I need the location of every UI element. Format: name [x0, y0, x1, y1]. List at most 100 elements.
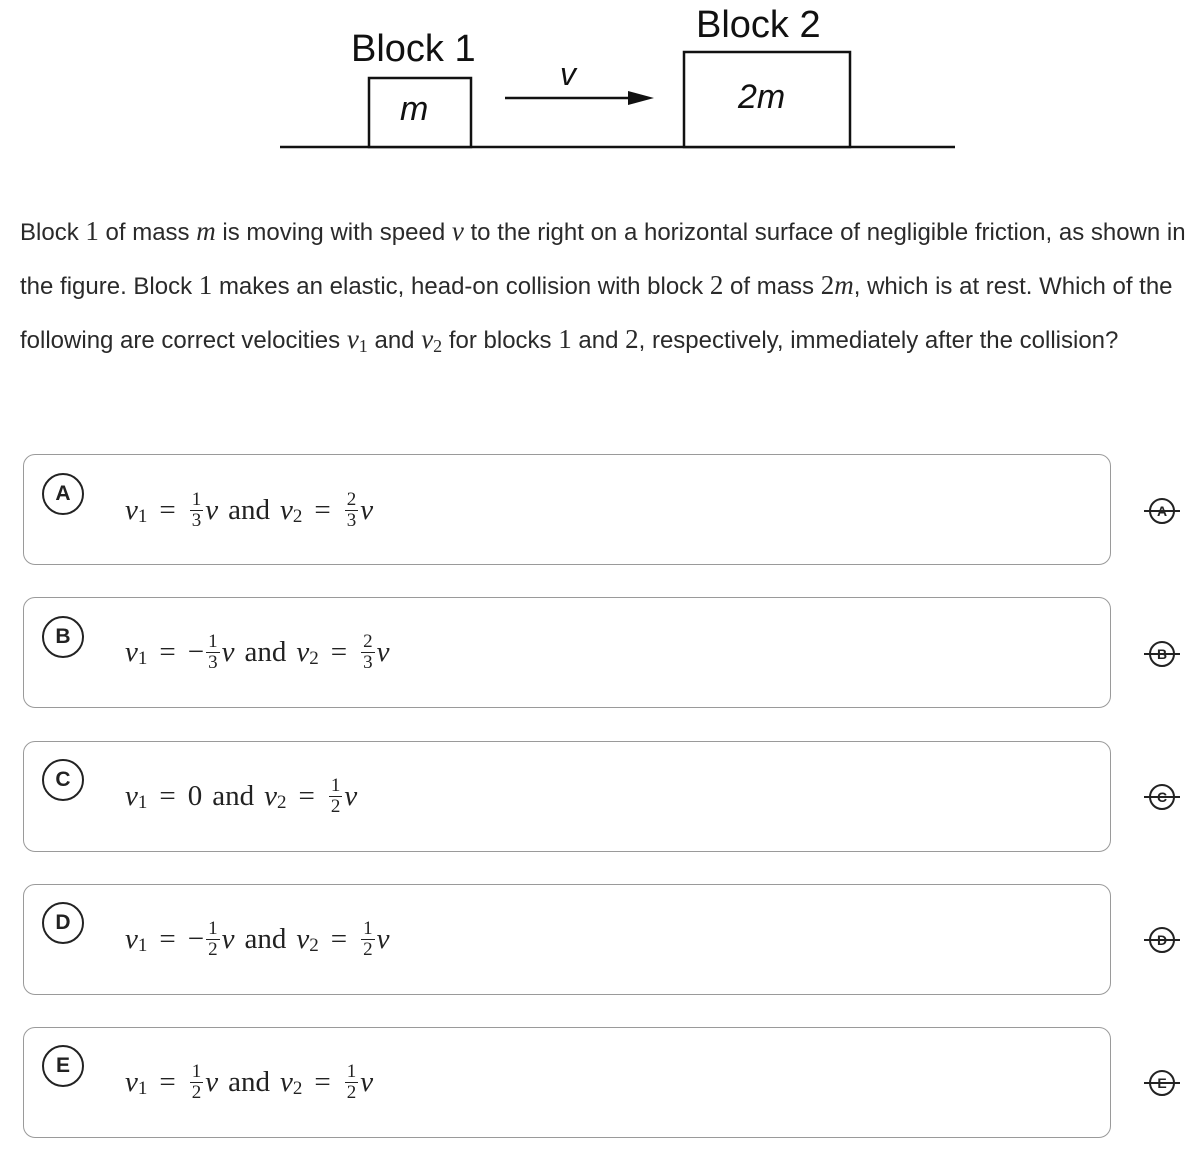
math-var: v — [125, 922, 138, 955]
question-math: 1 — [358, 336, 368, 356]
question-math: v — [421, 324, 434, 354]
math-var: v — [344, 779, 358, 812]
question-math: 2 — [433, 336, 443, 356]
math-and: and — [228, 1065, 270, 1098]
strikethrough-button-b[interactable]: B — [1144, 639, 1180, 669]
math-sub: 2 — [309, 648, 319, 669]
math-var: v — [296, 922, 310, 955]
strike-line — [1144, 510, 1180, 512]
math-var: v — [221, 922, 235, 955]
math-and: and — [244, 635, 287, 668]
strikethrough-button-c[interactable]: C — [1144, 782, 1180, 812]
math-sub: 1 — [137, 792, 148, 813]
question-math: m — [834, 270, 854, 300]
question-text-part: of mass — [730, 273, 815, 300]
strikethrough-button-e[interactable]: E — [1144, 1068, 1180, 1098]
answer-choice-e[interactable] — [23, 1027, 1111, 1138]
strike-line — [1144, 939, 1180, 941]
figure-drawing — [280, 50, 955, 149]
math-var: v — [205, 493, 219, 526]
question-text-part: and — [374, 327, 415, 354]
math-var: v — [376, 635, 390, 668]
question-text: Block 1 of mass m is moving with speed v… — [20, 205, 1200, 367]
answer-choice-a[interactable] — [23, 454, 1111, 565]
question-text-part: Block — [20, 219, 79, 246]
block-1-box — [367, 76, 473, 149]
block-2-mass-label: 2m — [738, 78, 786, 116]
answer-choice-b[interactable] — [23, 597, 1111, 708]
choice-letter-a[interactable]: A — [42, 473, 84, 515]
strike-line — [1144, 796, 1180, 798]
strikethrough-button-d[interactable]: D — [1144, 925, 1180, 955]
question-math: m — [196, 216, 216, 246]
math-eq: = — [314, 1065, 331, 1098]
answer-choice-c[interactable] — [23, 741, 1111, 852]
math-eq: = — [330, 635, 348, 668]
question-text-part: to the right on a horizontal surface of … — [20, 219, 1186, 300]
block-1-title: Block 1 — [351, 28, 476, 70]
math-eq: = — [159, 493, 176, 526]
math-var: v — [221, 635, 235, 668]
block-2-box — [682, 50, 852, 149]
question-text-part: , which is at rest. Which of the followi… — [20, 273, 1173, 354]
question-math: 1 — [198, 270, 213, 300]
question-math: 2 — [820, 270, 835, 300]
math-eq: = — [159, 635, 176, 668]
math-var: v — [264, 779, 277, 812]
math-var: v — [360, 1065, 374, 1098]
math-sub: 2 — [309, 935, 319, 956]
math-sub: 1 — [137, 1078, 148, 1099]
math-var: v — [125, 493, 138, 526]
math-and: and — [244, 922, 287, 955]
question-math: 1 — [558, 324, 572, 354]
math-sign: − — [187, 922, 205, 955]
strike-line — [1144, 1082, 1180, 1084]
choice-letter-e[interactable]: E — [42, 1045, 84, 1087]
collision-figure: Block 1 m Block 2 2m v — [0, 0, 1202, 175]
math-sub: 2 — [292, 506, 303, 527]
strike-line — [1144, 653, 1180, 655]
velocity-arrow-head — [628, 91, 654, 105]
choice-letter-b[interactable]: B — [42, 616, 84, 658]
math-zero: 0 — [187, 779, 203, 812]
question-text-part: , respectively, immediately after the co… — [638, 327, 1119, 354]
math-eq: = — [330, 922, 348, 955]
math-var: v — [125, 779, 138, 812]
choice-letter-c[interactable]: C — [42, 759, 84, 801]
math-var: v — [296, 635, 310, 668]
math-var: v — [125, 635, 138, 668]
strikethrough-button-a[interactable]: A — [1144, 496, 1180, 526]
question-math: 2 — [709, 270, 724, 300]
question-text-part: for blocks — [448, 327, 552, 354]
block-2-title: Block 2 — [696, 4, 821, 46]
math-var: v — [125, 1065, 138, 1098]
question-text-part: is moving with speed — [222, 219, 446, 246]
math-var: v — [279, 1065, 293, 1098]
math-eq: = — [159, 1065, 176, 1098]
choice-letter-d[interactable]: D — [42, 902, 84, 944]
math-sub: 2 — [276, 792, 287, 813]
math-sign: − — [187, 635, 205, 668]
question-text-part: of mass — [105, 219, 190, 246]
answer-choice-d[interactable] — [23, 884, 1111, 995]
math-eq: = — [159, 779, 176, 812]
math-sub: 2 — [292, 1078, 303, 1099]
math-eq: = — [159, 922, 176, 955]
math-var: v — [376, 922, 390, 955]
math-sub: 1 — [137, 935, 148, 956]
question-text-part: and — [578, 327, 619, 354]
math-eq: = — [298, 779, 315, 812]
